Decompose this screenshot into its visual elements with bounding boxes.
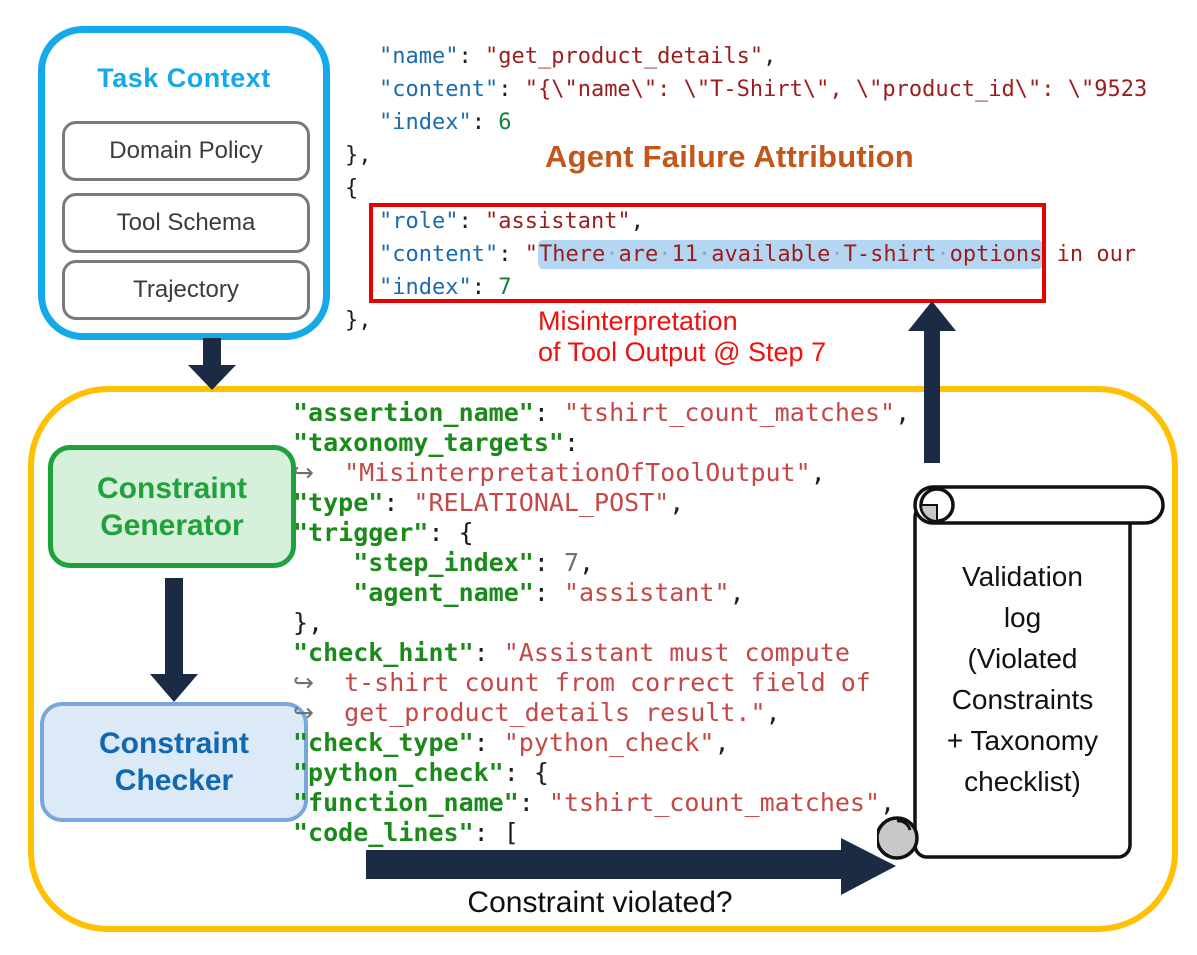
task-item-tool-schema: Tool Schema (62, 193, 310, 253)
validation-log-line6: checklist) (964, 766, 1081, 797)
constraint-generator-label-line2: Generator (100, 508, 244, 542)
task-item-trajectory: Trajectory (62, 260, 310, 320)
down-arrow-icon (188, 338, 236, 390)
failure-label: Misinterpretation of Tool Output @ Step … (538, 306, 826, 368)
scroll-icon (877, 485, 1165, 860)
constraint-violated-label: Constraint violated? (467, 886, 733, 919)
constraint-generator-label-line1: Constraint (97, 471, 247, 505)
validation-log-line3: (Violated (967, 643, 1078, 674)
trajectory-json-code: "name": "get_product_details","content":… (345, 44, 1148, 333)
task-context-title: Task Context (97, 63, 271, 93)
constraint-generator-box: Constraint Generator (48, 445, 296, 568)
violation-up-arrow-icon (908, 301, 956, 463)
failure-highlight-box (369, 203, 1046, 303)
constraint-checker-label-line1: Constraint (99, 727, 249, 760)
validation-log-line2: log (1003, 602, 1042, 633)
constraint-checker-label-line2: Checker (114, 764, 234, 797)
generator-to-checker-arrow-icon (150, 578, 198, 702)
validation-log-line1: Validation (962, 561, 1083, 592)
task-context-box: Task Context Domain Policy Tool Schema T… (38, 26, 330, 340)
validation-log-text: Validation log (Violated Constraints + T… (915, 556, 1130, 802)
validation-log-line4: Constraints (951, 684, 1094, 715)
task-item-domain-policy: Domain Policy (62, 121, 310, 181)
constraint-json-code: "assertion_name": "tshirt_count_matches"… (293, 398, 911, 847)
checker-to-log-arrow-icon (366, 838, 896, 895)
failure-label-line2: of Tool Output @ Step 7 (538, 337, 827, 367)
constraint-checker-box: Constraint Checker (40, 702, 308, 822)
failure-label-line1: Misinterpretation (538, 306, 738, 336)
validation-log-line5: + Taxonomy (946, 725, 1099, 756)
page-title: Agent Failure Attribution (545, 139, 914, 174)
